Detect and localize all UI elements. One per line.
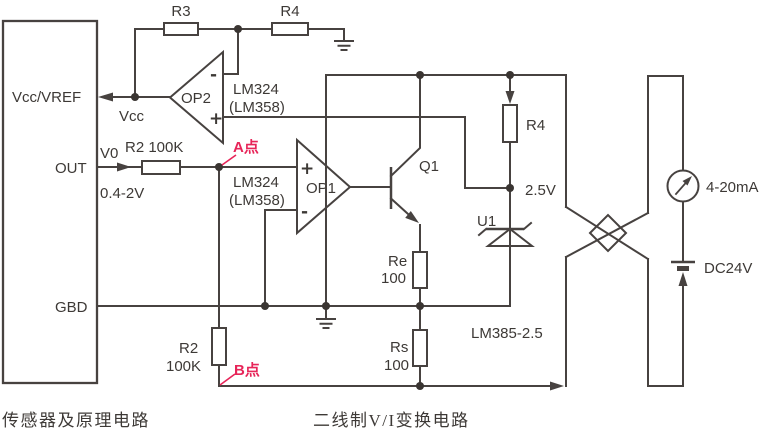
op1-plus-sign: + — [300, 159, 314, 179]
op2-minus-sign: - — [210, 65, 217, 85]
meter-range-label: 4-20mA — [706, 179, 759, 196]
op2-plus-sign: + — [209, 109, 223, 129]
r4-right-label: R4 — [526, 117, 545, 134]
current-loop — [564, 74, 684, 387]
arrow-loop-return — [550, 381, 564, 391]
op2-ic-alt-label: (LM358) — [229, 99, 285, 116]
zener-bar-right-tick — [522, 221, 533, 231]
resistor-r2-series — [141, 160, 181, 175]
junction-dot — [322, 302, 330, 310]
node-b-label: B点 — [234, 362, 260, 379]
grounds — [316, 40, 354, 329]
op2-name: OP2 — [181, 90, 211, 107]
vref-label: 2.5V — [525, 182, 556, 199]
q1-emitter-arrow — [405, 211, 419, 223]
r4-top-label: R4 — [280, 3, 299, 20]
re-value: 100 — [381, 270, 406, 287]
pin-label-out: OUT — [55, 160, 87, 177]
resistor-r4-right — [502, 104, 518, 143]
sensor-block: Vcc/VREF OUT GBD — [1, 19, 99, 385]
flow-arrows — [98, 91, 564, 391]
wire-r4-gnd — [307, 28, 345, 41]
arrow-r4-current — [505, 91, 515, 104]
u1-reference: U1 LM385-2.5 — [471, 213, 543, 342]
op1-ic-label: LM324 — [233, 174, 279, 191]
ground-bars-top — [334, 40, 354, 51]
re-label: Re — [388, 253, 407, 270]
ground-icon-top — [334, 40, 354, 51]
node-b-pointer — [219, 373, 236, 386]
u1-part-label: LM385-2.5 — [471, 325, 543, 342]
junction-dot — [506, 71, 514, 79]
pin-label-gbd: GBD — [55, 299, 88, 316]
r2-series-label: R2 100K — [125, 139, 183, 156]
junction-dot — [261, 302, 269, 310]
q1-transistor: Q1 — [389, 74, 439, 223]
ammeter-needle-arrow — [682, 176, 692, 186]
q1-emitter — [389, 197, 410, 216]
cross-diagonal-1 — [564, 205, 650, 261]
resistor-r3 — [163, 22, 199, 36]
r2-shunt-label: R2 — [179, 340, 198, 357]
battery-current-arrow — [678, 272, 688, 286]
op2-triangle — [168, 49, 224, 146]
wire-op1-inv — [264, 209, 298, 307]
junction-dot — [131, 93, 139, 101]
r3-label: R3 — [171, 3, 190, 20]
wire-r3-up — [134, 28, 165, 98]
resistor-re — [412, 251, 428, 289]
arrow-out-signal — [117, 162, 131, 172]
wire-bottom-rail — [218, 364, 553, 387]
node-a-pointer — [221, 154, 237, 166]
q1-label: Q1 — [419, 158, 439, 175]
sensor-box — [1, 19, 99, 385]
resistor-r2-shunt — [211, 327, 227, 366]
captions: 传感器及原理电路 二线制V/I变换电路 — [2, 411, 470, 430]
op1-name: OP1 — [306, 180, 336, 197]
r2-shunt-value: 100K — [166, 358, 201, 375]
annotations: Vcc V0 0.4-2V 2.5V A点 B点 — [100, 108, 556, 386]
op1-triangle — [296, 137, 352, 236]
op2-ic-label: LM324 — [233, 81, 279, 98]
resistors: R3 R4 R2 100K R2 100K R4 Re 100 Rs 100 — [125, 3, 545, 375]
resistor-rs — [412, 329, 428, 367]
junction-dot-a — [215, 163, 223, 171]
vcc-label: Vcc — [119, 108, 145, 125]
arrow-into-vcc-vref — [98, 92, 113, 102]
q1-collector — [389, 74, 421, 178]
junction-dot-vref — [506, 184, 514, 192]
junction-dot — [416, 71, 424, 79]
junction-dot — [416, 382, 424, 390]
pin-label-vcc-vref: Vcc/VREF — [12, 89, 81, 106]
caption-vi-circuit: 二线制V/I变换电路 — [313, 411, 470, 430]
zener-bar-left-tick — [477, 227, 488, 237]
v0-label: V0 — [100, 145, 118, 162]
op1-ic-alt-label: (LM358) — [229, 192, 285, 209]
caption-sensor-circuit: 传感器及原理电路 — [2, 411, 150, 430]
crossover-diamond-icon — [588, 213, 628, 253]
wire-op2-ref — [222, 116, 507, 189]
junction-dot — [416, 302, 424, 310]
battery: DC24V — [671, 260, 752, 286]
ammeter-needle — [674, 180, 689, 196]
rs-label: Rs — [390, 339, 408, 356]
u1-label: U1 — [477, 213, 496, 230]
zener-triangle — [485, 227, 535, 247]
node-a-label: A点 — [233, 139, 259, 156]
op1-stage: + - OP1 LM324 (LM358) — [229, 74, 567, 307]
resistor-r4-top — [271, 22, 309, 36]
wire-op2-inv — [222, 28, 239, 75]
junction-dots — [131, 25, 514, 390]
rs-value: 100 — [384, 357, 409, 374]
supply-label: DC24V — [704, 260, 752, 277]
out-range-label: 0.4-2V — [100, 185, 144, 202]
op1-minus-sign: - — [301, 202, 308, 222]
wires — [96, 28, 553, 387]
junction-dot — [234, 25, 242, 33]
op2-stage: - + OP2 LM324 (LM358) — [168, 49, 285, 146]
cross-diagonal-2 — [564, 211, 650, 259]
ground-bars-mid — [316, 318, 336, 329]
ammeter: 4-20mA — [666, 169, 759, 203]
